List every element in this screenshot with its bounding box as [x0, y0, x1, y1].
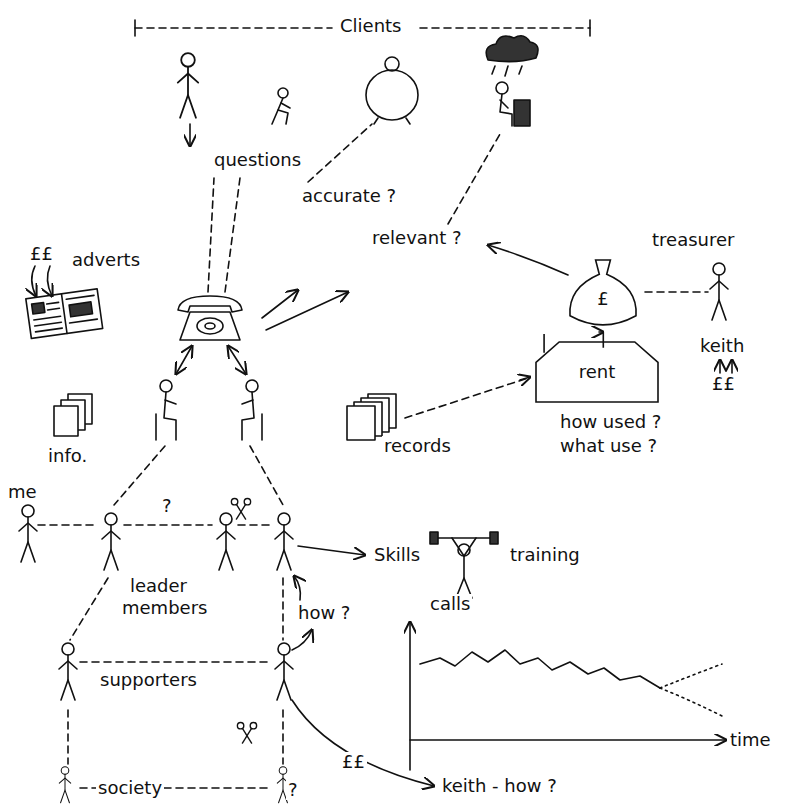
newspaper-icon [26, 289, 103, 339]
item-label: training [508, 545, 582, 565]
question-label: accurate ? [300, 186, 398, 206]
item-label: Skills [372, 545, 422, 565]
supporter-figures [59, 643, 293, 700]
role-label: treasurer [650, 230, 736, 250]
influence-arrows [292, 546, 434, 786]
person-name: keith [698, 336, 746, 356]
member-figures [19, 505, 293, 570]
role-label: society [96, 778, 164, 798]
question-label: ? [160, 496, 174, 516]
item-label: info. [46, 446, 89, 466]
client-figures [178, 36, 538, 126]
question-label: what use ? [558, 436, 659, 456]
calls-chart [410, 622, 726, 770]
question-label: ? [286, 780, 300, 800]
dashed-links [38, 124, 708, 788]
item-label: records [382, 436, 453, 456]
scissors-symbol [231, 498, 256, 743]
item-label: adverts [70, 250, 142, 270]
money-arrows [720, 360, 732, 373]
question-label: relevant ? [370, 228, 464, 248]
node-text: £ [566, 289, 640, 309]
phone-arrows [176, 346, 246, 374]
phone-volunteers [156, 380, 262, 440]
role-label: members [120, 598, 209, 618]
role-label: leader [128, 576, 189, 596]
flow-arrow [599, 331, 603, 333]
person-label: me [6, 482, 39, 502]
group-heading: Clients [338, 16, 404, 36]
role-label: supporters [98, 670, 199, 690]
money-label: ££ [28, 244, 55, 264]
records-documents [347, 394, 396, 440]
question-label: keith - how ? [440, 776, 559, 796]
axis-label: time [728, 730, 773, 750]
records-arrowhead [520, 377, 530, 380]
money-bag: £ [566, 258, 640, 332]
info-documents [54, 394, 92, 436]
society-figures [59, 767, 288, 803]
rent-house: rent [534, 340, 660, 404]
treasurer-figure [710, 263, 728, 320]
training-weightlifter [430, 532, 498, 598]
axis-label: calls [428, 594, 472, 614]
question-label: how used ? [558, 412, 663, 432]
node-text: rent [534, 362, 660, 382]
chart-forecast [660, 664, 722, 716]
flow-label: questions [212, 150, 303, 170]
telephone-icon [178, 296, 242, 340]
question-label: how ? [296, 603, 352, 623]
money-label: ££ [340, 752, 367, 772]
client-arrows [32, 124, 568, 330]
money-label: ££ [710, 374, 737, 394]
